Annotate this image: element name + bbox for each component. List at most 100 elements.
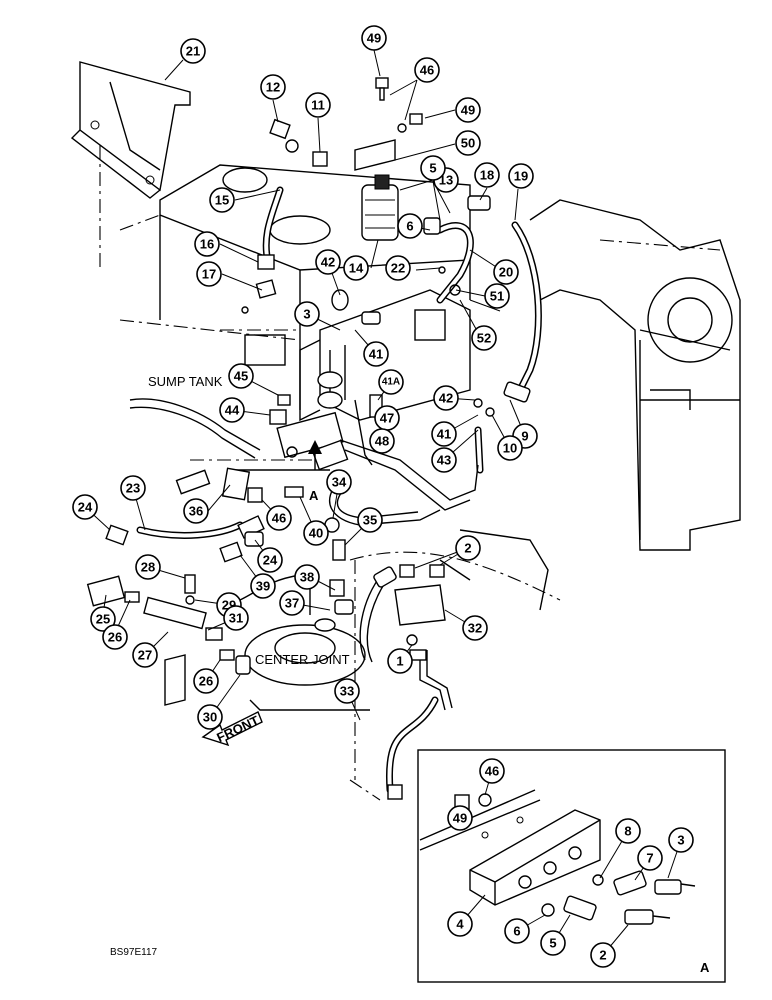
- callout-19: 19: [508, 163, 534, 189]
- callout-44: 44: [219, 397, 245, 423]
- callout-52-number: 52: [477, 331, 491, 346]
- callout-32-number: 32: [468, 621, 482, 636]
- callout-24-mid-number: 24: [263, 553, 278, 568]
- callout-26-right: 26: [193, 668, 219, 694]
- callout-18-number: 18: [480, 168, 494, 183]
- view-a-arrow: [308, 440, 322, 470]
- callout-51-number: 51: [490, 289, 504, 304]
- callout-50: 50: [455, 130, 481, 156]
- callout-22-number: 22: [391, 261, 405, 276]
- callout-28-number: 28: [141, 560, 155, 575]
- callout-9-number: 9: [521, 429, 528, 444]
- callout-1-number: 1: [396, 654, 403, 669]
- callout-24-left-number: 24: [78, 500, 93, 515]
- callout-33: 33: [334, 678, 360, 704]
- callout-3-main-number: 3: [303, 307, 310, 322]
- callout-46-inset: 46: [479, 758, 505, 784]
- callout-50-number: 50: [461, 136, 475, 151]
- callout-28: 28: [135, 554, 161, 580]
- callout-37-number: 37: [285, 596, 299, 611]
- callout-5-inset: 5: [540, 930, 566, 956]
- callout-5-inset-number: 5: [549, 936, 556, 951]
- callout-27-number: 27: [138, 648, 152, 663]
- detail-view-a: [417, 749, 726, 983]
- callout-30: 30: [197, 704, 223, 730]
- callout-38: 38: [294, 564, 320, 590]
- callout-46-top-number: 46: [420, 63, 434, 78]
- callout-47: 47: [374, 405, 400, 431]
- callout-42-top-number: 42: [321, 255, 335, 270]
- callout-35: 35: [357, 507, 383, 533]
- engine-block: [529, 199, 741, 551]
- callout-11-number: 11: [311, 98, 325, 113]
- callout-8-inset: 8: [615, 818, 641, 844]
- callout-48: 48: [369, 428, 395, 454]
- callout-12-number: 12: [266, 80, 280, 95]
- callout-40: 40: [303, 520, 329, 546]
- callout-36: 36: [183, 498, 209, 524]
- callout-17-number: 17: [202, 267, 216, 282]
- callout-36-number: 36: [189, 504, 203, 519]
- callout-14-number: 14: [349, 261, 364, 276]
- callout-6-top: 6: [397, 213, 423, 239]
- figure-code-label: BS97E117: [110, 947, 158, 958]
- callout-44-number: 44: [225, 403, 240, 418]
- callout-46-top: 46: [414, 57, 440, 83]
- center-joint: [244, 618, 370, 711]
- callout-4-inset: 4: [447, 911, 473, 937]
- callout-3-main: 3: [294, 301, 320, 327]
- callout-49-top: 49: [361, 25, 387, 51]
- control-valve: [276, 289, 471, 459]
- callout-26-left: 26: [102, 624, 128, 650]
- callout-5-top-number: 5: [429, 161, 436, 176]
- callout-41-lower-number: 41: [437, 427, 451, 442]
- callout-49-right: 49: [455, 97, 481, 123]
- callout-2-inset: 2: [590, 942, 616, 968]
- callout-47-number: 47: [380, 411, 394, 426]
- callout-12: 12: [260, 74, 286, 100]
- callout-39-number: 39: [256, 579, 270, 594]
- front-arrow: [201, 711, 263, 747]
- callout-8-inset-number: 8: [624, 824, 631, 839]
- callout-40-number: 40: [309, 526, 323, 541]
- callout-37: 37: [279, 590, 305, 616]
- callout-43-number: 43: [437, 453, 451, 468]
- callout-2-inset-number: 2: [599, 948, 606, 963]
- callout-21-number: 21: [186, 44, 200, 59]
- callout-41a: 41A: [378, 369, 404, 395]
- frame-lines: [129, 398, 561, 601]
- callout-25-number: 25: [96, 612, 110, 627]
- callout-19-number: 19: [514, 169, 528, 184]
- filter-part: [354, 139, 399, 241]
- callout-18: 18: [474, 162, 500, 188]
- callout-10: 10: [497, 435, 523, 461]
- callout-34-number: 34: [332, 475, 347, 490]
- callout-3-inset: 3: [668, 827, 694, 853]
- callout-49-top-number: 49: [367, 31, 381, 46]
- fittings: [86, 77, 531, 800]
- callout-31: 31: [223, 605, 249, 631]
- callout-7-inset: 7: [637, 845, 663, 871]
- callout-24-left: 24: [72, 494, 98, 520]
- callout-22: 22: [385, 255, 411, 281]
- callout-20-number: 20: [499, 265, 513, 280]
- callout-49-inset: 49: [447, 805, 473, 831]
- callout-32: 32: [462, 615, 488, 641]
- callout-2-main: 2: [455, 535, 481, 561]
- callout-15: 15: [209, 187, 235, 213]
- callout-14: 14: [343, 255, 369, 281]
- callout-52: 52: [471, 325, 497, 351]
- callout-6-top-number: 6: [406, 219, 413, 234]
- callout-30-number: 30: [203, 710, 217, 725]
- callout-11: 11: [305, 92, 331, 118]
- callout-6-inset: 6: [504, 918, 530, 944]
- callout-23: 23: [120, 475, 146, 501]
- callout-42-mid: 42: [433, 385, 459, 411]
- callout-41a-number: 41A: [382, 377, 400, 388]
- callout-24-mid: 24: [257, 547, 283, 573]
- callout-20: 20: [493, 259, 519, 285]
- bracket-part: [70, 61, 191, 270]
- callout-38-number: 38: [300, 570, 314, 585]
- callout-16-number: 16: [200, 237, 214, 252]
